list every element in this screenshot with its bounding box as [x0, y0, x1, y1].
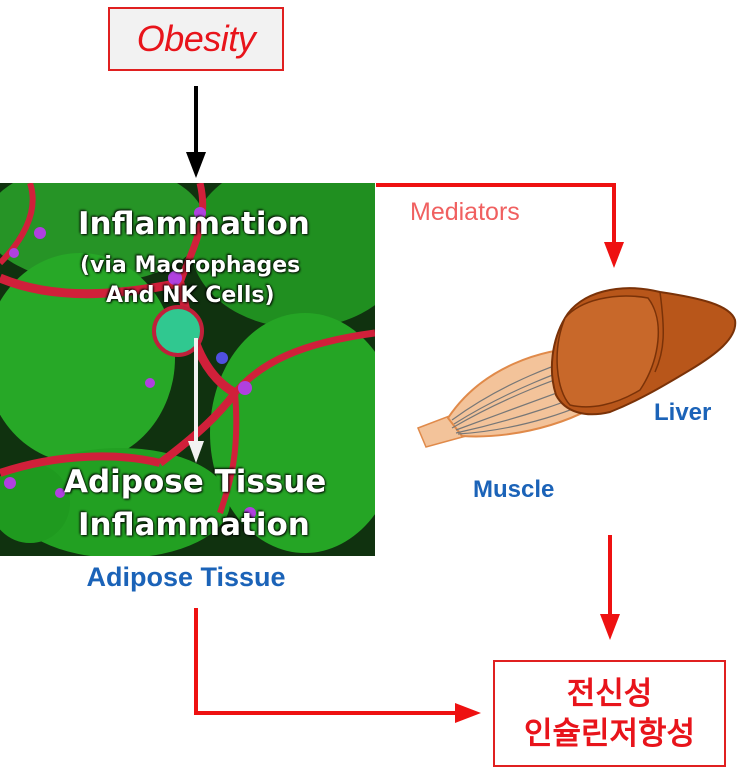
micrograph-text-adipose-tissue: Adipose Tissue: [64, 464, 327, 500]
adipose-tissue-micrograph: Inflammation (via Macrophages And NK Cel…: [0, 183, 375, 556]
arrow-mediators: [376, 183, 624, 268]
arrow-tissue-to-result: [194, 608, 481, 723]
micrograph-text-adipose-inflammation: Inflammation: [78, 507, 310, 543]
obesity-box: Obesity: [108, 7, 284, 71]
arrow-organs-to-result: [600, 535, 620, 640]
micrograph-text-inflammation: Inflammation: [78, 206, 310, 242]
liver-illustration: [550, 287, 737, 416]
micrograph-text-nk-cells: And NK Cells): [106, 283, 275, 308]
result-line-1: 전신성: [566, 675, 653, 712]
systemic-insulin-resistance-box: 전신성 인슐린저항성: [493, 660, 726, 767]
micrograph-text-via-macrophages: (via Macrophages: [80, 253, 301, 278]
arrow-obesity-to-tissue: [186, 86, 206, 178]
obesity-label: Obesity: [136, 18, 256, 59]
muscle-label: Muscle: [473, 476, 555, 503]
adipose-tissue-label: Adipose Tissue: [86, 562, 286, 592]
result-line-2: 인슐린저항성: [523, 715, 696, 752]
liver-label: Liver: [654, 399, 712, 426]
mediators-label: Mediators: [410, 198, 520, 226]
micrograph-image: [0, 183, 375, 556]
